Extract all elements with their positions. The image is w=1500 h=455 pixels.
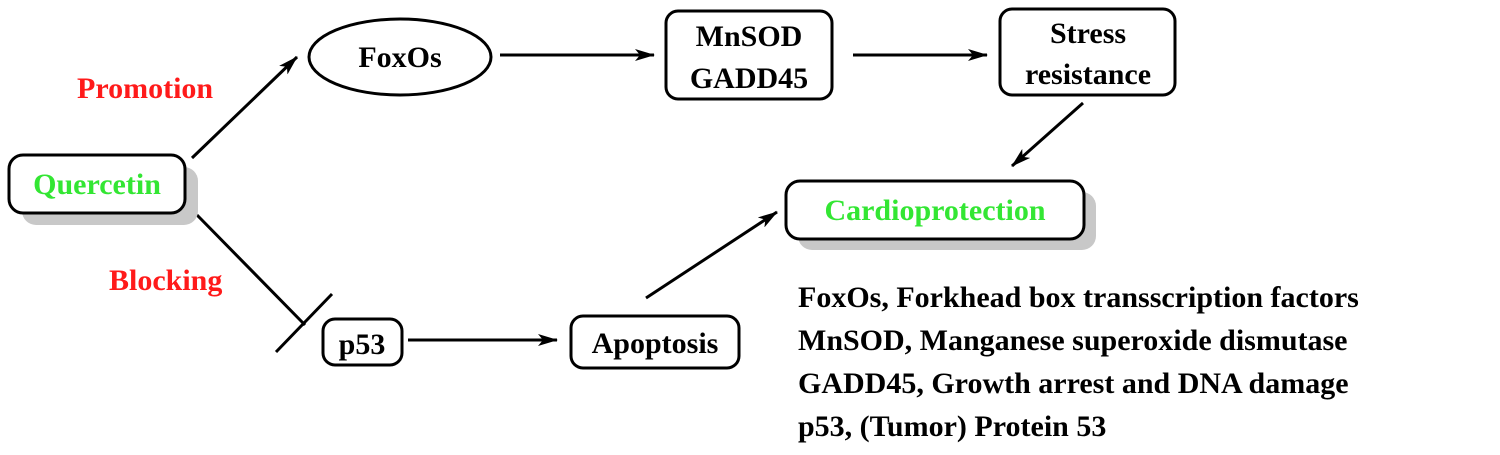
node-label-apoptosis: Apoptosis (592, 327, 719, 360)
node-stress-resistance: Stress resistance (998, 7, 1177, 97)
node-label-gadd45: GADD45 (690, 62, 808, 95)
edge-quercetin-to-p53 (195, 213, 307, 327)
legend-line-foxos: FoxOs, Forkhead box transscription facto… (798, 281, 1359, 314)
abbreviation-legend: FoxOs, Forkhead box transscription facto… (798, 281, 1359, 443)
node-label-resistance: resistance (1025, 58, 1151, 91)
node-label-p53: p53 (339, 328, 386, 361)
node-mnsod-gadd45: MnSOD GADD45 (664, 9, 834, 101)
edge-label-blocking: Blocking (109, 264, 222, 297)
node-box (784, 179, 1086, 241)
node-label-cardioprotection: Cardioprotection (824, 194, 1045, 227)
node-foxos: FoxOs (307, 17, 493, 97)
inhibition-bar-p53 (274, 292, 334, 354)
node-box (664, 9, 834, 101)
node-p53: p53 (321, 317, 404, 367)
legend-line-mnsod: MnSOD, Manganese superoxide dismutase (798, 324, 1348, 357)
node-quercetin: Quercetin (7, 153, 198, 225)
node-label-mnsod: MnSOD (696, 20, 803, 53)
edges (190, 49, 1084, 354)
node-label-stress: Stress (1050, 17, 1126, 50)
edge-apoptosis-to-cardioprotection (645, 210, 778, 300)
edge-label-promotion: Promotion (77, 72, 213, 105)
node-label-quercetin: Quercetin (33, 168, 161, 201)
edge-quercetin-to-foxos (190, 55, 299, 160)
node-box (569, 314, 741, 370)
node-box (7, 153, 187, 215)
node-apoptosis: Apoptosis (569, 314, 741, 370)
node-box (321, 317, 404, 367)
node-box (998, 7, 1177, 97)
legend-line-p53: p53, (Tumor) Protein 53 (798, 410, 1106, 443)
node-cardioprotection: Cardioprotection (784, 179, 1096, 250)
edge-stress-to-cardioprotection (1011, 101, 1084, 168)
node-label-foxos: FoxOs (358, 41, 441, 74)
node-ellipse (307, 17, 493, 97)
legend-line-gadd45: GADD45, Growth arrest and DNA damage (798, 367, 1349, 400)
